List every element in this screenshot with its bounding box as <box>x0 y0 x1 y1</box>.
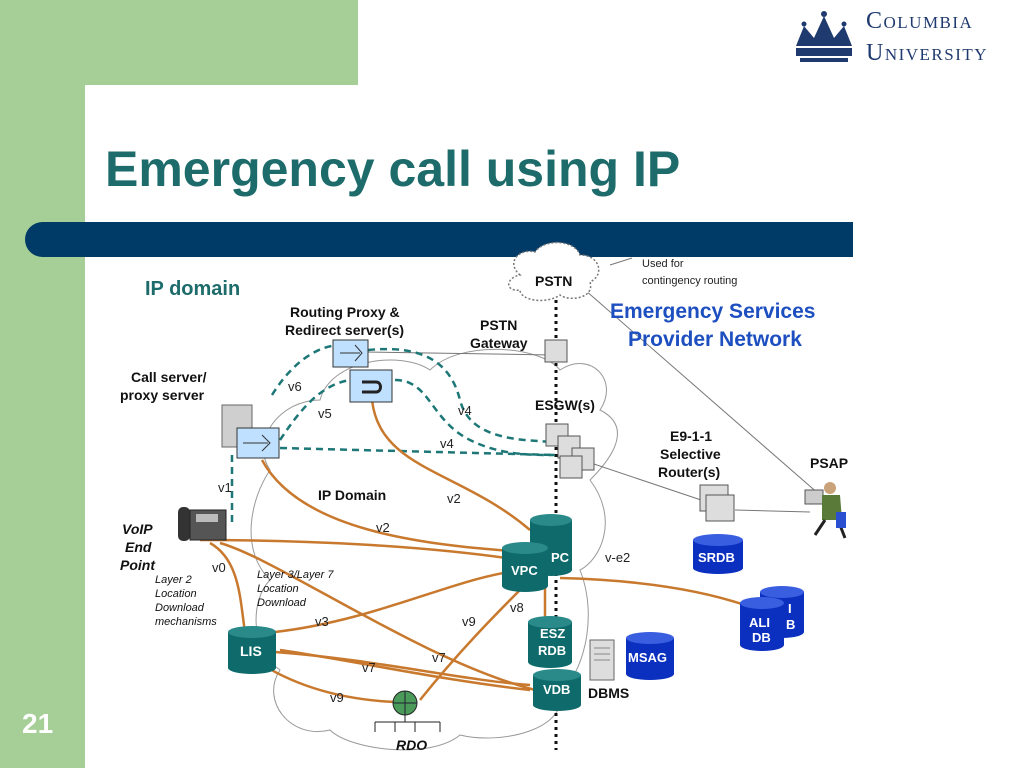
esp-network-line2: Provider Network <box>628 328 802 351</box>
voip-line1: VoIP <box>122 521 153 537</box>
logo-text-line2: University <box>866 40 989 66</box>
layer2-line3: Download <box>155 602 205 614</box>
msag-label: MSAG <box>628 650 667 665</box>
iface-v2b: v2 <box>376 520 390 535</box>
content-corner <box>85 85 205 205</box>
rdo-label: RDO <box>396 737 427 753</box>
e911-line2: Selective <box>660 446 721 462</box>
pstn-note-line2: contingency routing <box>642 275 737 287</box>
crown-icon <box>796 11 852 62</box>
layer2-line1: Layer 2 <box>155 574 192 586</box>
srdb-label: SRDB <box>698 550 735 565</box>
iface-v8: v8 <box>510 600 524 615</box>
pstn-cloud <box>508 241 600 302</box>
ip-domain-cloud-label: IP Domain <box>318 487 386 503</box>
iface-v4a: v4 <box>458 403 472 418</box>
ip-domain-cloud <box>250 348 618 751</box>
db-vdb <box>533 669 581 711</box>
dbms-server-icon <box>589 639 615 681</box>
green-header-block <box>0 0 358 85</box>
esz-line2: RDB <box>538 643 566 658</box>
lis-label: LIS <box>240 643 262 659</box>
psap-label: PSAP <box>810 455 848 471</box>
ali-back-line2: B <box>786 617 795 632</box>
e911-line1: E9-1-1 <box>670 428 712 444</box>
routing-proxy-line2: Redirect server(s) <box>285 322 404 338</box>
psap-operator-icon <box>804 482 847 539</box>
dbms-label: DBMS <box>588 685 629 701</box>
ali-line1: ALI <box>749 615 770 630</box>
call-server-line1: Call server/ <box>131 369 207 385</box>
redirect-server-box <box>349 369 393 403</box>
iface-v4b: v4 <box>440 436 454 451</box>
db-lis <box>228 626 276 674</box>
db-srdb <box>693 534 743 574</box>
esgw-box-4 <box>559 455 583 479</box>
voip-line2: End <box>125 539 152 555</box>
voip-line3: Point <box>120 557 156 573</box>
green-side-strip <box>0 85 85 768</box>
routing-proxy-line1: Routing Proxy & <box>290 304 400 320</box>
db-esz-rdb <box>528 616 572 668</box>
e911-line3: Router(s) <box>658 464 720 480</box>
iface-v9b: v9 <box>330 690 344 705</box>
iface-v2a: v2 <box>447 491 461 506</box>
vpc-back-label: PC <box>551 550 570 565</box>
title-underline-bar <box>25 222 853 257</box>
layer2-line2: Location <box>155 588 197 600</box>
slide-title: Emergency call using IP <box>105 141 681 197</box>
esgw-label: ESGW(s) <box>535 397 595 413</box>
rdo-globe-icon <box>374 690 441 732</box>
pstn-gateway-line1: PSTN <box>480 317 517 333</box>
iface-v5: v5 <box>318 406 332 421</box>
logo-text-line1: Columbia <box>866 8 974 34</box>
db-msag <box>626 632 674 680</box>
pstn-gateway-line2: Gateway <box>470 335 528 351</box>
call-server-line2: proxy server <box>120 387 205 403</box>
iface-v1: v1 <box>218 480 232 495</box>
layer37-line2: Location <box>257 583 299 595</box>
layer37-line3: Download <box>257 597 307 609</box>
ip-domain-heading: IP domain <box>145 278 240 300</box>
esp-network-line1: Emergency Services <box>610 300 815 323</box>
vdb-label: VDB <box>543 682 570 697</box>
layer37-line1: Layer 3/Layer 7 <box>257 569 334 581</box>
ali-back-line1: I <box>788 601 792 616</box>
vpc-label: VPC <box>511 563 538 578</box>
pstn-gateway-box <box>544 339 568 363</box>
iface-v6: v6 <box>288 379 302 394</box>
iface-v7a: v7 <box>362 660 376 675</box>
iface-v3: v3 <box>315 614 329 629</box>
selective-router-box-2 <box>705 494 735 522</box>
pstn-label: PSTN <box>535 273 572 289</box>
voip-phone-icon <box>178 507 227 541</box>
pstn-note-line1: Used for <box>642 258 684 270</box>
esz-line1: ESZ <box>540 626 565 641</box>
iface-v7b: v7 <box>432 650 446 665</box>
iface-v9a: v9 <box>462 614 476 629</box>
slide-number: 21 <box>22 708 54 739</box>
db-ali <box>740 597 784 651</box>
ali-line2: DB <box>752 630 771 645</box>
iface-ve2: v-e2 <box>605 550 630 565</box>
layer2-line4: mechanisms <box>155 616 217 628</box>
iface-v0: v0 <box>212 560 226 575</box>
db-vpc <box>502 542 548 592</box>
